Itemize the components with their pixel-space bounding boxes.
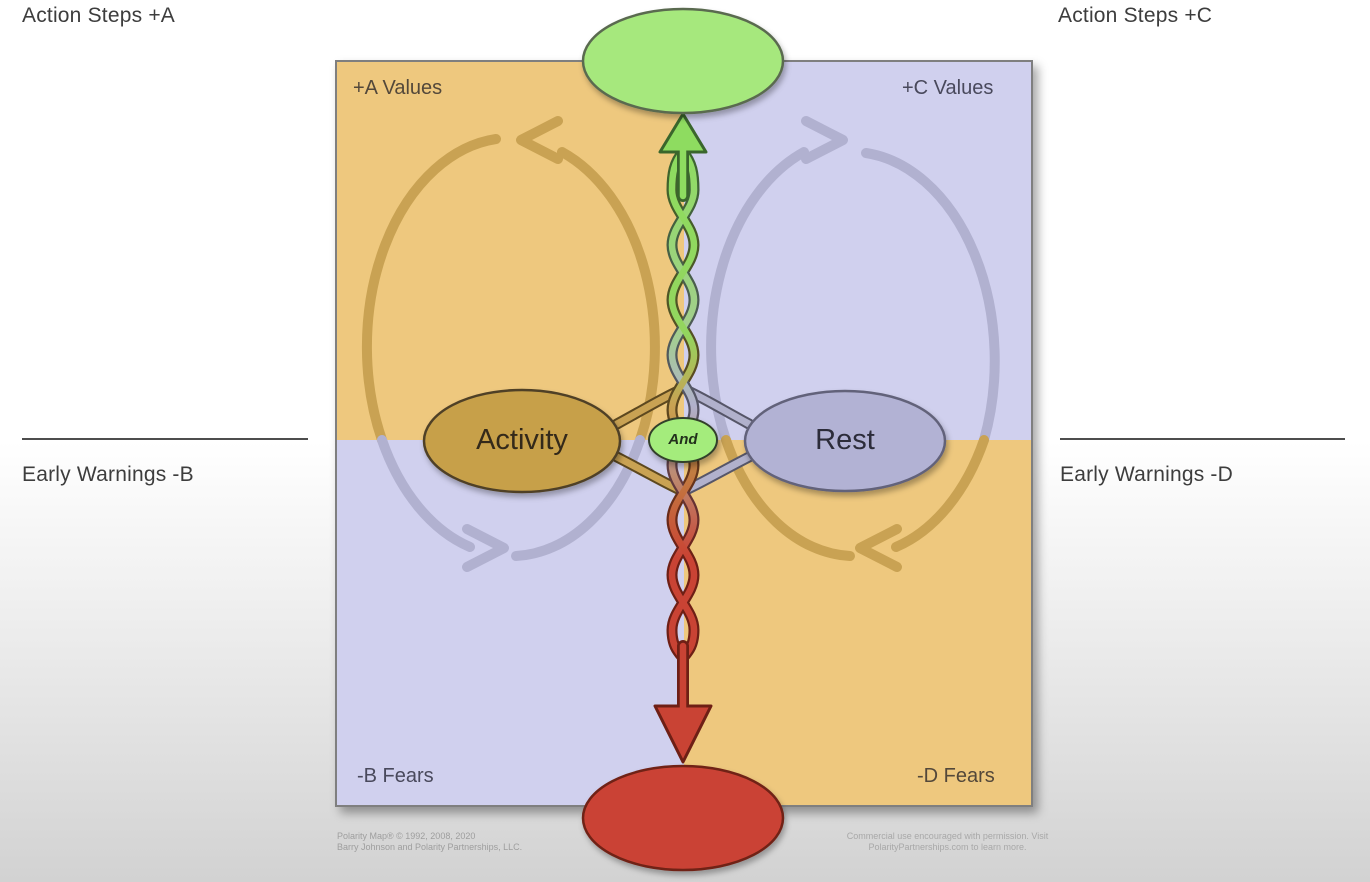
loop-arc-top-right-right [861, 148, 1000, 445]
infinity-loop-arrows [361, 116, 1000, 572]
loop-arc-bottom-right-right [891, 435, 989, 552]
permission-line-1: Commercial use encouraged with permissio… [846, 831, 1049, 841]
action-steps-a-label: Action Steps +A [22, 4, 176, 27]
loop-arc-top-right-left [706, 147, 809, 445]
upper-outcome-ellipse [581, 7, 785, 115]
quadrant-top-left [336, 61, 684, 440]
action-steps-c-label: Action Steps +C [1058, 4, 1213, 27]
copyright-note: Polarity Map® © 1992, 2008, 2020 Barry J… [337, 831, 522, 853]
helix [653, 112, 713, 764]
quadrant-bottom-left [336, 440, 684, 806]
right-divider-line [1060, 438, 1345, 440]
left-divider-line [22, 438, 308, 440]
permission-note: Commercial use encouraged with permissio… [790, 831, 1105, 853]
quadrant-label-minus-b-fears: -B Fears [357, 765, 434, 787]
rest-pole-label: Rest [815, 424, 875, 456]
and-connector-label: And [668, 431, 698, 448]
loop-arrowhead-top-right [801, 116, 848, 164]
and-ellipse [648, 417, 718, 463]
copyright-line-2: Barry Johnson and Polarity Partnerships,… [337, 842, 523, 852]
lower-outcome-ellipse [581, 764, 785, 872]
permission-line-2: PolarityPartnerships.com to learn more. [868, 842, 1027, 852]
early-warnings-b-label: Early Warnings -B [22, 463, 194, 486]
quadrant-label-plus-c-values: +C Values [902, 77, 994, 99]
rest-pole-ellipse [743, 389, 947, 493]
copyright-line-1: Polarity Map® © 1992, 2008, 2020 [337, 831, 476, 841]
early-warnings-d-label: Early Warnings -D [1060, 463, 1233, 486]
quadrant-label-plus-a-values: +A Values [353, 77, 443, 99]
quadrant-label-minus-d-fears: -D Fears [917, 765, 995, 787]
activity-pole-label: Activity [476, 424, 568, 456]
quadrant-bottom-right [684, 440, 1032, 806]
loop-arc-bottom-left-left [377, 435, 475, 552]
loop-arc-top-left-left [361, 134, 501, 445]
helix-strand-b [668, 148, 698, 662]
loop-arrowhead-top-left [516, 116, 563, 164]
pole-ellipses [422, 7, 947, 872]
loop-arrowhead-bottom-left [462, 524, 509, 572]
quadrant-top-right [684, 61, 1032, 440]
loop-arrowhead-bottom-right [855, 524, 902, 572]
loop-arc-top-left-right [557, 147, 660, 445]
activity-pole-ellipse [422, 388, 622, 494]
helix-strand-a [668, 148, 698, 662]
